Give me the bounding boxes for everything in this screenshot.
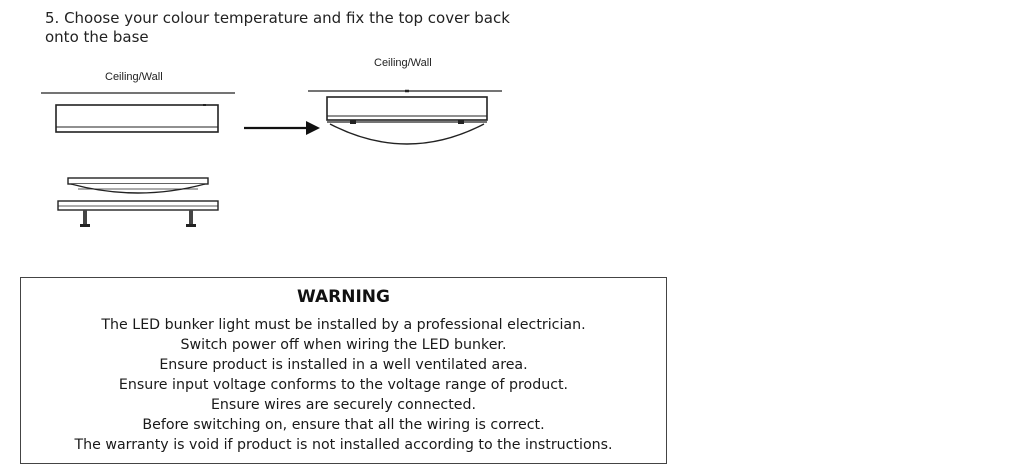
warning-list: The LED bunker light must be installed b… — [21, 315, 666, 455]
assembled-light-icon — [326, 96, 488, 145]
right-ceiling-label: Ceiling/Wall — [374, 57, 432, 69]
warning-line: Before switching on, ensure that all the… — [142, 417, 545, 433]
warning-title: WARNING — [297, 287, 390, 307]
warning-line: Ensure wires are securely connected. — [210, 397, 477, 413]
warning-box: WARNING The LED bunker light must be ins… — [20, 277, 667, 464]
left-ceiling-label: Ceiling/Wall — [105, 71, 163, 83]
warning-line: The warranty is void if product is not i… — [74, 437, 613, 453]
right-diagram: Ceiling/Wall — [305, 46, 510, 166]
mounting-base-icon — [57, 200, 219, 227]
warning-line: Switch power off when wiring the LED bun… — [180, 337, 507, 353]
arrow-right-icon — [244, 118, 322, 138]
light-base-unit-icon — [55, 104, 219, 133]
warning-line: Ensure input voltage conforms to the vol… — [118, 377, 569, 393]
step-title: 5. Choose your colour temperature and fi… — [45, 9, 510, 46]
top-cover-diffuser-icon — [67, 177, 209, 194]
warning-line: The LED bunker light must be installed b… — [101, 317, 586, 333]
warning-line: Ensure product is installed in a well ve… — [159, 357, 528, 373]
left-diagram: Ceiling/Wall — [38, 60, 248, 240]
